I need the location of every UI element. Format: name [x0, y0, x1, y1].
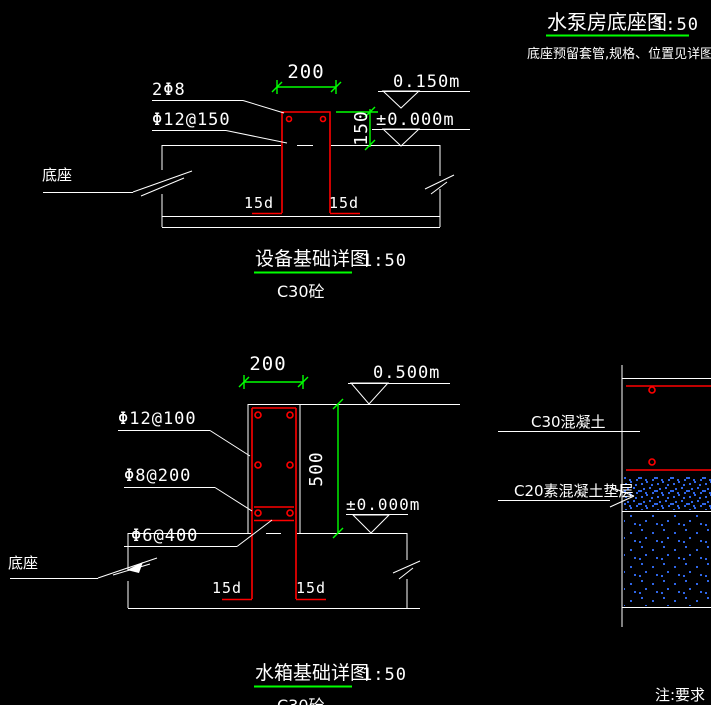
rebar-section-dot	[648, 458, 656, 466]
svg-text:0.150m: 0.150m	[393, 72, 460, 92]
sheet-title-block: 水泵房底座图 1:50 底座预留套管,规格、位置见详图	[527, 10, 711, 62]
subgrade-hatch	[624, 514, 711, 606]
anchor-length-right: 15d	[296, 579, 326, 597]
note-text: 注:要求	[655, 686, 705, 704]
rebar-section-dot	[254, 411, 262, 419]
label-stirrups: Φ8@200	[124, 466, 191, 486]
wall-section: C30混凝土 C20素混凝土垫层	[498, 365, 711, 627]
elevation-ground: ±0.000m	[346, 495, 420, 534]
tank-foundation-detail: 200 15d 15d	[8, 353, 460, 705]
detail1-concrete: C30砼	[277, 282, 325, 301]
rebar-section-dot	[254, 509, 262, 517]
dim-width-text: 200	[249, 353, 286, 375]
concrete-label: C30混凝土	[531, 413, 606, 431]
break-line-right	[424, 145, 455, 227]
lean-concrete-hatch	[624, 477, 711, 510]
rebar-section-dot	[648, 386, 656, 394]
anchor-length-right: 15d	[329, 194, 359, 212]
sheet-subtitle: 底座预留套管,规格、位置见详图	[527, 46, 711, 62]
dim-height-text: 500	[306, 451, 327, 487]
detail2-concrete: C30砼	[277, 696, 325, 705]
label-vert-bars: Φ12@150	[152, 110, 231, 130]
label-vert-bars: Φ12@100	[118, 409, 197, 429]
detail1-scale: 1:50	[362, 251, 407, 271]
rebar-section-dot	[254, 461, 262, 469]
label-dowels: Φ6@400	[131, 526, 198, 546]
svg-text:0.500m: 0.500m	[373, 363, 440, 383]
rebar-section-dot	[286, 461, 294, 469]
svg-text:±0.000m: ±0.000m	[346, 495, 420, 514]
rebar-section-dot	[319, 115, 327, 123]
anchor-length-left: 15d	[212, 579, 242, 597]
rebar-section-dot	[286, 411, 294, 419]
break-line-right	[392, 533, 421, 608]
cushion-label: C20素混凝土垫层	[514, 482, 634, 500]
elevation-top: 0.500m	[348, 363, 450, 405]
base-label: 底座	[42, 166, 72, 184]
detail2-title: 水箱基础详图	[255, 662, 369, 684]
rebar-section-dot	[285, 115, 293, 123]
svg-text:±0.000m: ±0.000m	[376, 110, 455, 130]
rebar-section-dot	[286, 509, 294, 517]
dim-width-text: 200	[287, 61, 324, 83]
break-line-left	[132, 145, 193, 227]
anchor-length-left: 15d	[244, 194, 274, 212]
base-label: 底座	[8, 554, 38, 572]
elevation-top: 0.150m	[378, 72, 470, 109]
detail1-title: 设备基础详图	[255, 248, 369, 270]
detail2-scale: 1:50	[362, 665, 407, 685]
dim-height-text: 150	[351, 110, 372, 146]
sheet-title-scale: 1:50	[654, 15, 699, 35]
pedestal-outline	[281, 111, 331, 145]
elevation-ground: ±0.000m	[372, 110, 470, 147]
sheet-title: 水泵房底座图	[547, 10, 667, 34]
leader-arrowhead	[127, 562, 143, 573]
label-top-bars: 2Φ8	[152, 80, 186, 100]
equipment-foundation-detail: 200	[42, 61, 470, 301]
